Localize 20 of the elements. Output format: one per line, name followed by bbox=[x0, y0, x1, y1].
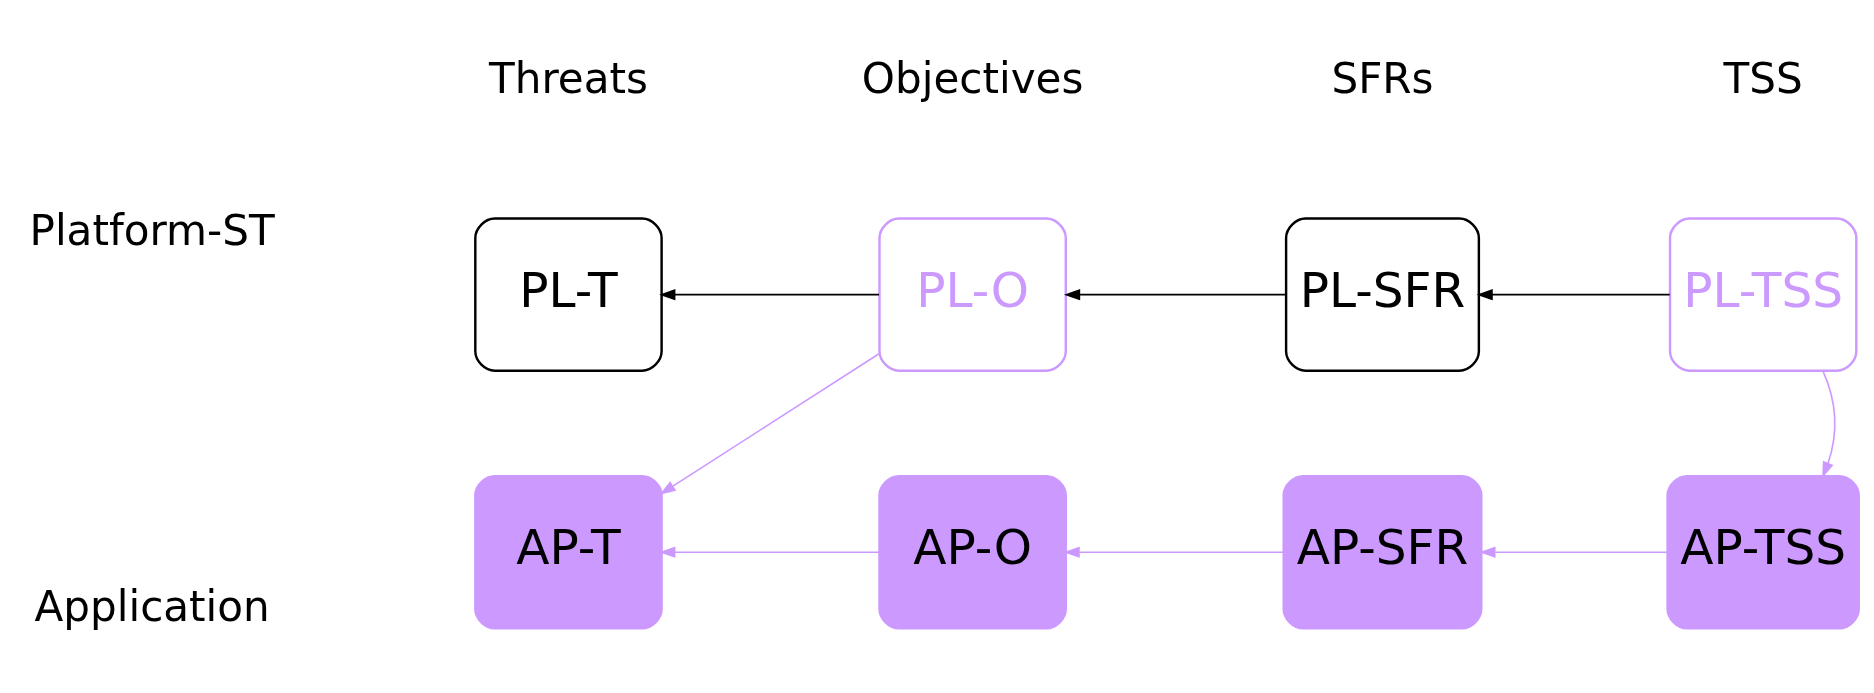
label: Platform-ST bbox=[29, 205, 275, 255]
arrow bbox=[659, 352, 880, 495]
arrow bbox=[1479, 546, 1669, 558]
node-box: PL-O bbox=[878, 217, 1067, 372]
arrow bbox=[1476, 289, 1671, 301]
node-box: PL-T bbox=[474, 217, 663, 372]
node-box: AP-T bbox=[474, 474, 663, 630]
label: TSS bbox=[1723, 53, 1803, 103]
label: Threats bbox=[488, 53, 648, 103]
node-box: AP-O bbox=[878, 474, 1067, 630]
node-box: AP-TSS bbox=[1666, 474, 1860, 630]
label: SFRs bbox=[1331, 53, 1434, 103]
arrow bbox=[1063, 289, 1287, 301]
label: Objectives bbox=[861, 53, 1084, 103]
arrow bbox=[659, 289, 880, 301]
node-box: PL-TSS bbox=[1668, 217, 1858, 372]
label: Application bbox=[34, 581, 270, 631]
node-box: PL-SFR bbox=[1284, 217, 1481, 372]
node-box: AP-SFR bbox=[1282, 474, 1483, 630]
arrow bbox=[659, 546, 880, 558]
